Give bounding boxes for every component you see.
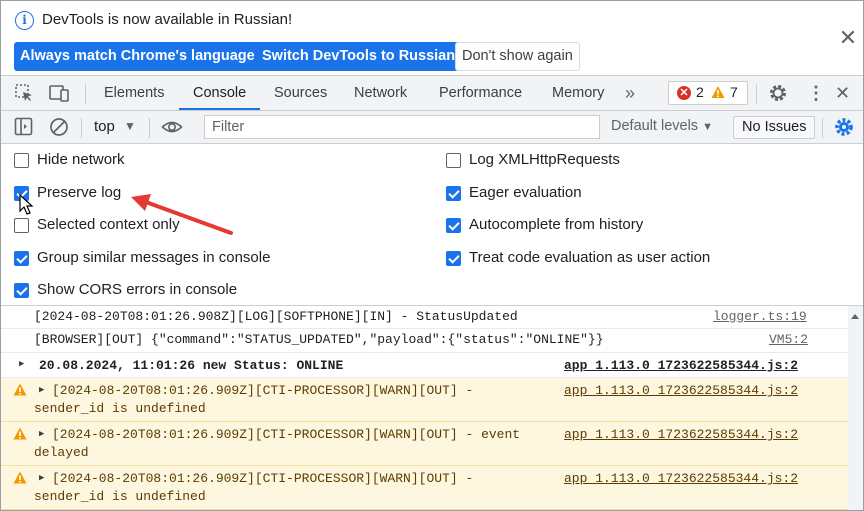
option-label: Eager evaluation	[469, 184, 582, 201]
gear-icon[interactable]	[767, 82, 789, 104]
log-source-link[interactable]: app_1.113.0_1723622585344.js:2	[564, 358, 799, 373]
log-source-link[interactable]: app_1.113.0_1723622585344.js:2	[564, 427, 799, 442]
treat-as-user-action-checkbox[interactable]	[446, 251, 461, 266]
log-source-link[interactable]: logger.ts:19	[713, 309, 807, 324]
issues-button[interactable]: No Issues	[733, 116, 816, 139]
warning-icon	[13, 471, 27, 484]
log-group-row[interactable]: ▶ 20.08.2024, 11:01:26 new Status: ONLIN…	[1, 353, 848, 378]
option-label: Log XMLHttpRequests	[469, 151, 620, 168]
group-similar-checkbox[interactable]	[14, 251, 29, 266]
warning-icon	[13, 383, 27, 396]
log-levels-dropdown[interactable]: Default levels ▼	[611, 118, 713, 134]
log-warning-row: ▶ [2024-08-20T08:01:26.909Z][CTI-PROCESS…	[1, 422, 848, 466]
log-message-continued: delayed	[34, 445, 89, 460]
option-label: Preserve log	[37, 184, 122, 201]
option-label: Group similar messages in console	[37, 249, 271, 266]
preserve-log-checkbox[interactable]	[14, 186, 29, 201]
main-tabbar: Elements Console Sources Network Perform…	[1, 76, 863, 111]
log-source-link[interactable]: VM5:2	[769, 332, 809, 347]
more-options-icon[interactable]: ⋮	[807, 83, 825, 103]
chevron-down-icon[interactable]: ▼	[124, 119, 136, 133]
error-icon: ✕	[677, 86, 691, 100]
hide-network-checkbox[interactable]	[14, 153, 29, 168]
expand-triangle-icon[interactable]: ▶	[39, 473, 45, 483]
toolbar-divider	[81, 118, 82, 138]
show-cors-errors-checkbox[interactable]	[14, 283, 29, 298]
log-source-link[interactable]: app_1.113.0_1723622585344.js:2	[564, 471, 799, 486]
log-source-link[interactable]: app_1.113.0_1723622585344.js:2	[564, 383, 799, 398]
info-icon: i	[15, 11, 34, 30]
log-message-continued: sender_id is undefined	[34, 401, 206, 416]
log-xhr-checkbox[interactable]	[446, 153, 461, 168]
autocomplete-history-checkbox[interactable]	[446, 218, 461, 233]
scroll-up-icon[interactable]	[851, 314, 859, 319]
option-label: Autocomplete from history	[469, 216, 644, 233]
tab-elements[interactable]: Elements	[104, 85, 165, 101]
chevron-down-icon: ▼	[702, 121, 713, 133]
switch-to-russian-button[interactable]: Switch DevTools to Russian	[256, 42, 462, 71]
language-infobar: i DevTools is now available in Russian! …	[1, 1, 863, 76]
dont-show-again-button[interactable]: Don't show again	[455, 42, 580, 71]
eager-evaluation-checkbox[interactable]	[446, 186, 461, 201]
log-row: [2024-08-20T08:01:26.908Z][LOG][SOFTPHON…	[1, 306, 848, 329]
close-icon[interactable]: ✕	[838, 25, 858, 50]
close-devtools-icon[interactable]: ✕	[835, 83, 851, 103]
always-match-language-button[interactable]: Always match Chrome's language	[14, 42, 261, 71]
expand-triangle-icon[interactable]: ▶	[19, 359, 25, 369]
log-scrollbar[interactable]	[848, 306, 863, 510]
tab-network[interactable]: Network	[354, 85, 408, 101]
clear-console-icon[interactable]	[48, 116, 70, 138]
expand-triangle-icon[interactable]: ▶	[39, 429, 45, 439]
log-warning-row: ▶ [2024-08-20T08:01:26.909Z][CTI-PROCESS…	[1, 466, 848, 510]
toolbar-divider	[756, 84, 757, 104]
toolbar-divider	[822, 118, 823, 138]
infobar-message: DevTools is now available in Russian!	[42, 11, 293, 28]
console-settings-panel: Hide network Preserve log Selected conte…	[1, 144, 863, 306]
warning-icon	[711, 86, 725, 98]
log-row: [BROWSER][OUT] {"command":"STATUS_UPDATE…	[1, 329, 848, 353]
sidebar-toggle-icon[interactable]	[13, 116, 35, 138]
annotation-arrow	[131, 194, 233, 235]
log-message: [BROWSER][OUT] {"command":"STATUS_UPDATE…	[34, 332, 604, 347]
log-message: [2024-08-20T08:01:26.909Z][CTI-PROCESSOR…	[52, 383, 474, 398]
tab-memory[interactable]: Memory	[552, 85, 605, 101]
selected-context-only-checkbox[interactable]	[14, 218, 29, 233]
console-toolbar: top ▼ Default levels ▼ No Issues	[1, 111, 863, 144]
mouse-cursor-icon	[19, 194, 34, 215]
console-settings-gear-icon[interactable]	[833, 116, 855, 138]
console-log: [2024-08-20T08:01:26.908Z][LOG][SOFTPHON…	[1, 306, 848, 510]
inspect-element-icon[interactable]	[13, 82, 35, 104]
option-label: Selected context only	[37, 216, 180, 233]
toolbar-divider	[85, 84, 86, 104]
option-label: Hide network	[37, 151, 125, 168]
toolbar-divider	[149, 118, 150, 138]
log-levels-label: Default levels	[611, 118, 699, 134]
log-warning-row: ▶ [2024-08-20T08:01:26.909Z][CTI-PROCESS…	[1, 378, 848, 422]
log-message: [2024-08-20T08:01:26.908Z][LOG][SOFTPHON…	[34, 309, 518, 324]
log-message: 20.08.2024, 11:01:26 new Status: ONLINE	[39, 358, 344, 373]
device-toolbar-icon[interactable]	[48, 82, 70, 104]
context-selector[interactable]: top	[94, 118, 115, 135]
error-count: 2	[696, 84, 704, 100]
chevron-double-right-icon[interactable]: »	[625, 83, 636, 103]
filter-input[interactable]	[204, 115, 600, 139]
tab-performance[interactable]: Performance	[439, 85, 523, 101]
warning-count: 7	[730, 84, 738, 100]
option-label: Show CORS errors in console	[37, 281, 238, 298]
issues-counter[interactable]: ✕ 2 7	[668, 81, 748, 105]
log-message: [2024-08-20T08:01:26.909Z][CTI-PROCESSOR…	[52, 471, 474, 486]
log-message: [2024-08-20T08:01:26.909Z][CTI-PROCESSOR…	[52, 427, 521, 442]
tab-console[interactable]: Console	[178, 76, 261, 110]
tab-sources[interactable]: Sources	[274, 85, 328, 101]
log-message-continued: sender_id is undefined	[34, 489, 206, 504]
eye-icon[interactable]	[161, 116, 183, 138]
option-label: Treat code evaluation as user action	[469, 249, 711, 266]
warning-icon	[13, 427, 27, 440]
expand-triangle-icon[interactable]: ▶	[39, 385, 45, 395]
